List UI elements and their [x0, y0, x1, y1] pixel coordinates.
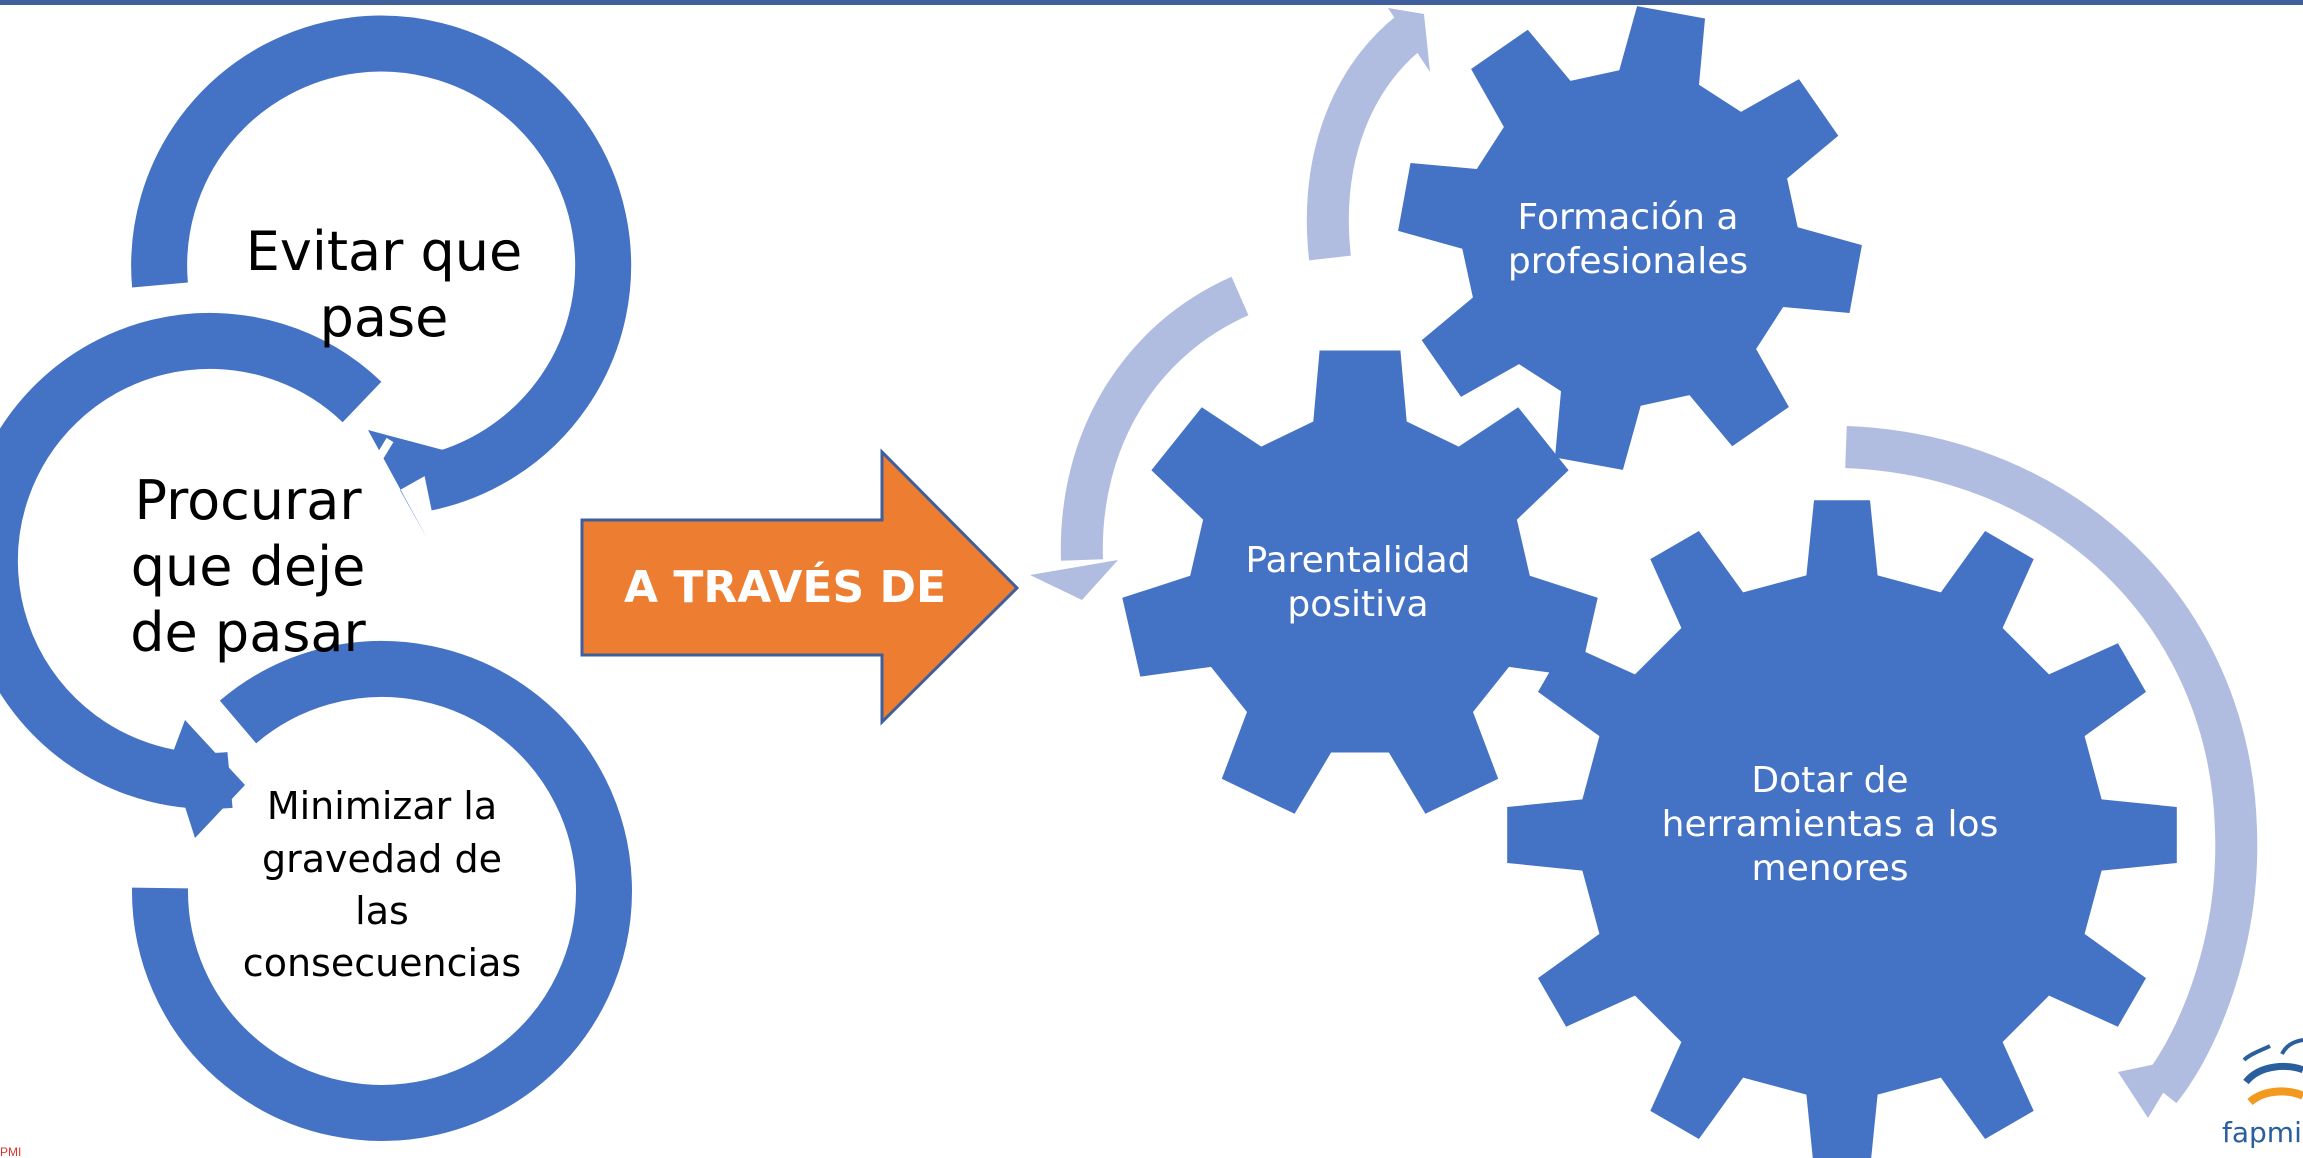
top-border-rule: [0, 0, 2303, 5]
fapmi-logo-text: fapmi: [2222, 1116, 2302, 1149]
cycle-step-minimizar: Minimizar la gravedad de las consecuenci…: [242, 784, 522, 986]
cycle-step-evitar: Evitar que pase: [245, 220, 523, 349]
cycle-arrow-bottom: [131, 641, 632, 1141]
gear-formacion: [1398, 6, 1862, 470]
gear-dotar: [1507, 500, 2177, 1158]
cycle-step-procurar: Procurar que deje de pasar: [130, 469, 366, 664]
connector-arrow: [580, 448, 1020, 726]
cycle-arrowhead-top: [368, 430, 462, 540]
gear-arc-parentalidad: [1060, 276, 1249, 561]
gear-label-formacion: Formación a profesionales: [1507, 197, 1749, 282]
connector-label: A TRAVÉS DE: [624, 562, 947, 614]
cycle-gap-2: [214, 715, 254, 765]
cycle-arrow-top: [131, 15, 632, 511]
cycle-gap-1: [358, 437, 394, 489]
cycle-arrow-middle: [0, 312, 382, 809]
gear-parentalidad: [1122, 350, 1598, 814]
fapmi-logo-mark: [2242, 1038, 2303, 1106]
gear-arc-dotar: [1845, 426, 2258, 1104]
corner-mark: PMI: [0, 1146, 22, 1158]
cycle-arrowhead-middle: [170, 720, 245, 838]
gear-label-dotar: Dotar de herramientas a los menores: [1661, 760, 1999, 889]
gear-arc-formacion: [1306, 11, 1428, 261]
gear-arc-dotar-head: [2118, 1058, 2184, 1118]
gear-arc-parentalidad-head: [1030, 560, 1118, 600]
gear-arc-formacion-head: [1388, 8, 1430, 72]
gear-label-parentalidad: Parentalidad positiva: [1245, 540, 1471, 625]
